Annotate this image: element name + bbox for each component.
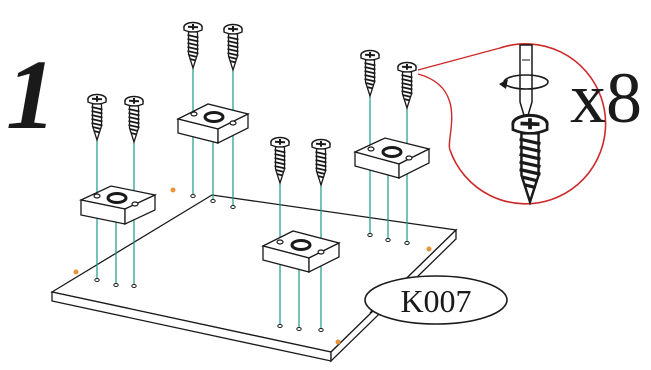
- screw-quantity: x8: [570, 58, 642, 138]
- wood-screw-icon: [511, 113, 549, 204]
- part-label: K007: [364, 275, 508, 325]
- block-front-right: [261, 230, 341, 274]
- pilot-holes: [73, 187, 432, 345]
- block-back-right: [353, 137, 431, 180]
- callout-bubble: [417, 43, 607, 205]
- board-panel: [50, 194, 458, 363]
- block-front-left: [78, 185, 158, 226]
- block-back-left: [176, 103, 250, 145]
- step-number: 1: [6, 39, 56, 150]
- part-code: K007: [400, 283, 471, 319]
- board-holes: [94, 194, 410, 332]
- screwdriver-rotate-icon: [499, 44, 549, 125]
